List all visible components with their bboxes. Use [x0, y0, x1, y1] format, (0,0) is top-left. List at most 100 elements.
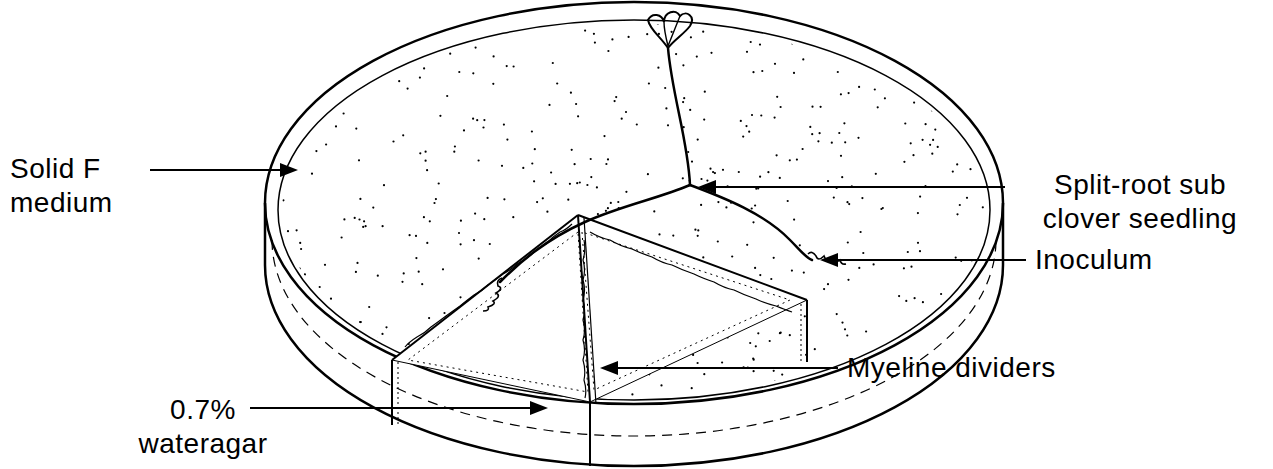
stipple-dot [943, 80, 945, 82]
stipple-dot [717, 240, 719, 242]
stipple-dot [969, 168, 971, 170]
stipple-dot [914, 52, 916, 54]
stipple-dot [575, 103, 577, 105]
stipple-dot [625, 111, 627, 113]
stipple-dot [358, 159, 360, 161]
stipple-dot [513, 65, 515, 67]
stipple-dot [611, 38, 613, 40]
stipple-dot [426, 169, 428, 171]
stipple-dot [966, 197, 968, 199]
stipple-dot [423, 67, 425, 69]
part-label: Inoculum [1035, 243, 1153, 277]
stipple-dot [625, 191, 627, 193]
stipple-dot [299, 242, 301, 244]
stipple-dot [398, 80, 400, 82]
stipple-dot [586, 184, 588, 186]
stipple-dot [694, 229, 696, 231]
stipple-dot [932, 139, 934, 141]
stipple-dot [932, 25, 934, 27]
stipple-dot [977, 384, 979, 386]
stipple-dot [814, 348, 816, 350]
stipple-dot [964, 284, 966, 286]
stipple-dot [382, 225, 384, 227]
stipple-dot [922, 139, 924, 141]
stipple-dot [478, 258, 480, 260]
stipple-dot [356, 262, 358, 264]
stipple-dot [550, 171, 552, 173]
stipple-dot [287, 230, 289, 232]
stipple-dot [922, 301, 924, 303]
stipple-dot [956, 213, 958, 215]
stipple-dot [433, 202, 435, 204]
stipple-dot [780, 332, 782, 334]
stipple-dot [781, 374, 783, 376]
stipple-dot [872, 64, 874, 66]
stipple-dot [746, 244, 748, 246]
stipple-dot [487, 197, 489, 199]
stipple-dot [348, 354, 350, 356]
clover-seedling [500, 12, 812, 282]
stipple-dot [407, 88, 409, 90]
stipple-dot [742, 136, 744, 138]
stipple-dot [697, 139, 699, 141]
stipple-dot [773, 257, 775, 259]
stipple-dot [636, 123, 638, 125]
stipple-dot [429, 387, 431, 389]
stipple-dot [423, 216, 425, 218]
stipple-dot [809, 126, 811, 128]
stipple-dot [848, 92, 850, 94]
stipple-dot [776, 96, 778, 98]
stipple-dot [817, 140, 819, 142]
stipple-dot [574, 163, 576, 165]
stipple-dot [802, 58, 804, 60]
stipple-dot [648, 82, 650, 84]
stipple-dot [780, 106, 782, 108]
stipple-dot [493, 55, 495, 57]
stipple-dot [305, 366, 307, 368]
stipple-dot [917, 242, 919, 244]
stipple-dot [848, 203, 850, 205]
stipple-dot [700, 178, 702, 180]
stipple-dot [401, 281, 403, 283]
stipple-dot [827, 180, 829, 182]
stipple-dot [793, 72, 795, 74]
stipple-dot [290, 72, 292, 74]
stipple-dot [299, 338, 301, 340]
stipple-dot [358, 218, 360, 220]
stipple-dot [607, 207, 609, 209]
stipple-dot [312, 394, 314, 396]
stipple-dot [579, 181, 581, 183]
stipple-dot [570, 92, 572, 94]
stipple-dot [774, 380, 776, 382]
stipple-dot [438, 182, 440, 184]
stipple-dot [860, 231, 862, 233]
stipple-dot [510, 23, 512, 25]
stipple-dot [799, 244, 801, 246]
stipple-dot [914, 297, 916, 299]
stipple-dot [682, 101, 684, 103]
stipple-dot [383, 184, 385, 186]
stipple-dot [731, 255, 733, 257]
stipple-dot [691, 161, 693, 163]
inoculum-squiggle [483, 252, 846, 311]
stipple-dot [664, 87, 666, 89]
stipple-dot [934, 129, 936, 131]
stipple-dot [333, 314, 335, 316]
stipple-dot [360, 321, 362, 323]
stipple-dot [329, 326, 331, 328]
stipple-dot [512, 216, 514, 218]
stipple-dot [838, 132, 840, 134]
stipple-dot [696, 56, 698, 58]
stipple-dot [941, 309, 943, 311]
stipple-dot [724, 390, 726, 392]
stipple-dot [667, 124, 669, 126]
stipple-dot [322, 352, 324, 354]
stipple-dot [355, 128, 357, 130]
stipple-dot [534, 148, 536, 150]
stipple-dot [880, 208, 882, 210]
part-label: 0.7% wateragar [126, 393, 280, 461]
stipple-dot [791, 42, 793, 44]
stipple-dot [597, 213, 599, 215]
stipple-dot [700, 204, 702, 206]
stipple-dot [402, 134, 404, 136]
